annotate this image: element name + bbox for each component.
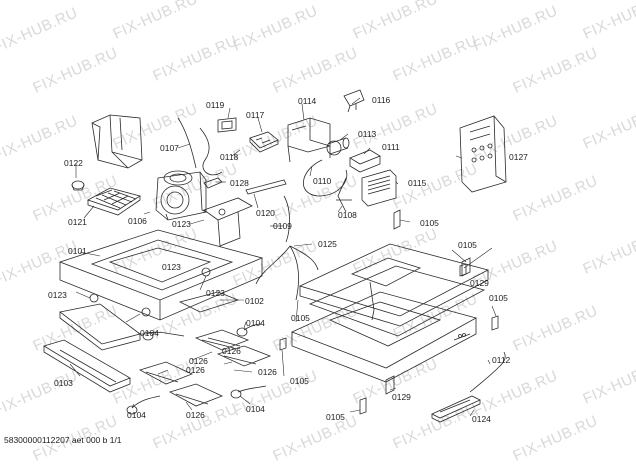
part-0115 [361,169,397,207]
part-label: 0103 [54,378,73,388]
part-0129-clips [385,257,471,395]
part-0113 [326,137,350,156]
part-0114-housing [287,117,331,163]
part-0120 [245,179,287,195]
part-0103-rail [43,339,131,393]
part-label: 0105 [489,293,508,303]
part-0122 [71,180,85,191]
part-0101-hood-body [58,229,264,321]
part-label: 0124 [472,414,491,424]
part-0127-control-panel [459,115,507,193]
part-label: 0126 [186,365,205,375]
part-label: 0114 [298,96,317,106]
part-0123-plate [203,197,253,247]
part-0106-blower [155,170,207,221]
part-label: 0102 [245,296,264,306]
part-0125-harness [255,245,319,301]
part-label: 0117 [246,110,265,120]
part-label: 0123 [172,219,191,229]
footer-document-id: 58300000112207 aet 000 b 1/1 [4,435,122,445]
part-0123-brackets [89,267,211,317]
part-0110-cable [302,159,348,197]
part-label: 0125 [318,239,337,249]
part-0104-clamps [126,323,267,415]
part-label: 0127 [509,152,528,162]
part-label: 0107 [160,143,179,153]
part-label: 0120 [256,208,275,218]
part-0111 [349,149,381,173]
part-0107-bracket [91,114,143,169]
part-label: 0123 [206,288,225,298]
exploded-parts-drawing [43,89,507,423]
part-0126-filters [138,329,272,407]
leader-lines [69,97,497,417]
part-0121-grille [87,187,141,216]
part-label: 0109 [273,221,292,231]
part-label: 0104 [140,328,159,338]
part-label: 0121 [68,217,87,227]
part-label: 0108 [338,210,357,220]
part-label: 0110 [313,176,332,186]
part-label: 0123 [48,290,67,300]
part-label: 0126 [222,346,241,356]
part-0119 [217,117,237,133]
part-label: 0104 [246,318,265,328]
part-0109-cable [283,195,290,243]
part-label: 0104 [246,404,265,414]
part-label: 0126 [186,410,205,420]
part-label: 0115 [408,178,427,188]
part-label: 0118 [220,152,239,162]
part-label: 0105 [420,218,439,228]
part-0107-cable [177,117,197,169]
part-label: 0106 [128,216,147,226]
part-0123-rail [59,303,141,351]
part-label: 0111 [382,142,400,152]
part-0128 [203,177,223,189]
part-label: 0105 [291,313,310,323]
part-label: 0105 [290,376,309,386]
part-label: 0116 [372,95,391,105]
part-label: 0119 [206,100,225,110]
part-label: 0129 [392,392,411,402]
part-label: 0128 [230,178,249,188]
part-label: 0126 [258,367,277,377]
part-label: 0101 [68,246,87,256]
part-0124-bar [431,395,481,423]
part-label: 0123 [162,262,181,272]
part-label: 0112 [492,355,511,365]
part-label: 0104 [127,410,146,420]
part-label: 0126 [189,356,208,366]
part-0112-cable [469,351,506,393]
part-label: 0129 [470,278,489,288]
part-label: 0122 [64,158,83,168]
part-0116 [343,89,365,113]
part-0118-cable [199,127,223,176]
part-label: 0105 [326,412,345,422]
part-0105-screws [279,209,499,415]
part-0117-board [249,131,279,153]
part-label: 0105 [458,240,477,250]
part-0108 [336,177,352,213]
main-panel-assembly [290,243,490,383]
part-label: 0113 [358,129,377,139]
